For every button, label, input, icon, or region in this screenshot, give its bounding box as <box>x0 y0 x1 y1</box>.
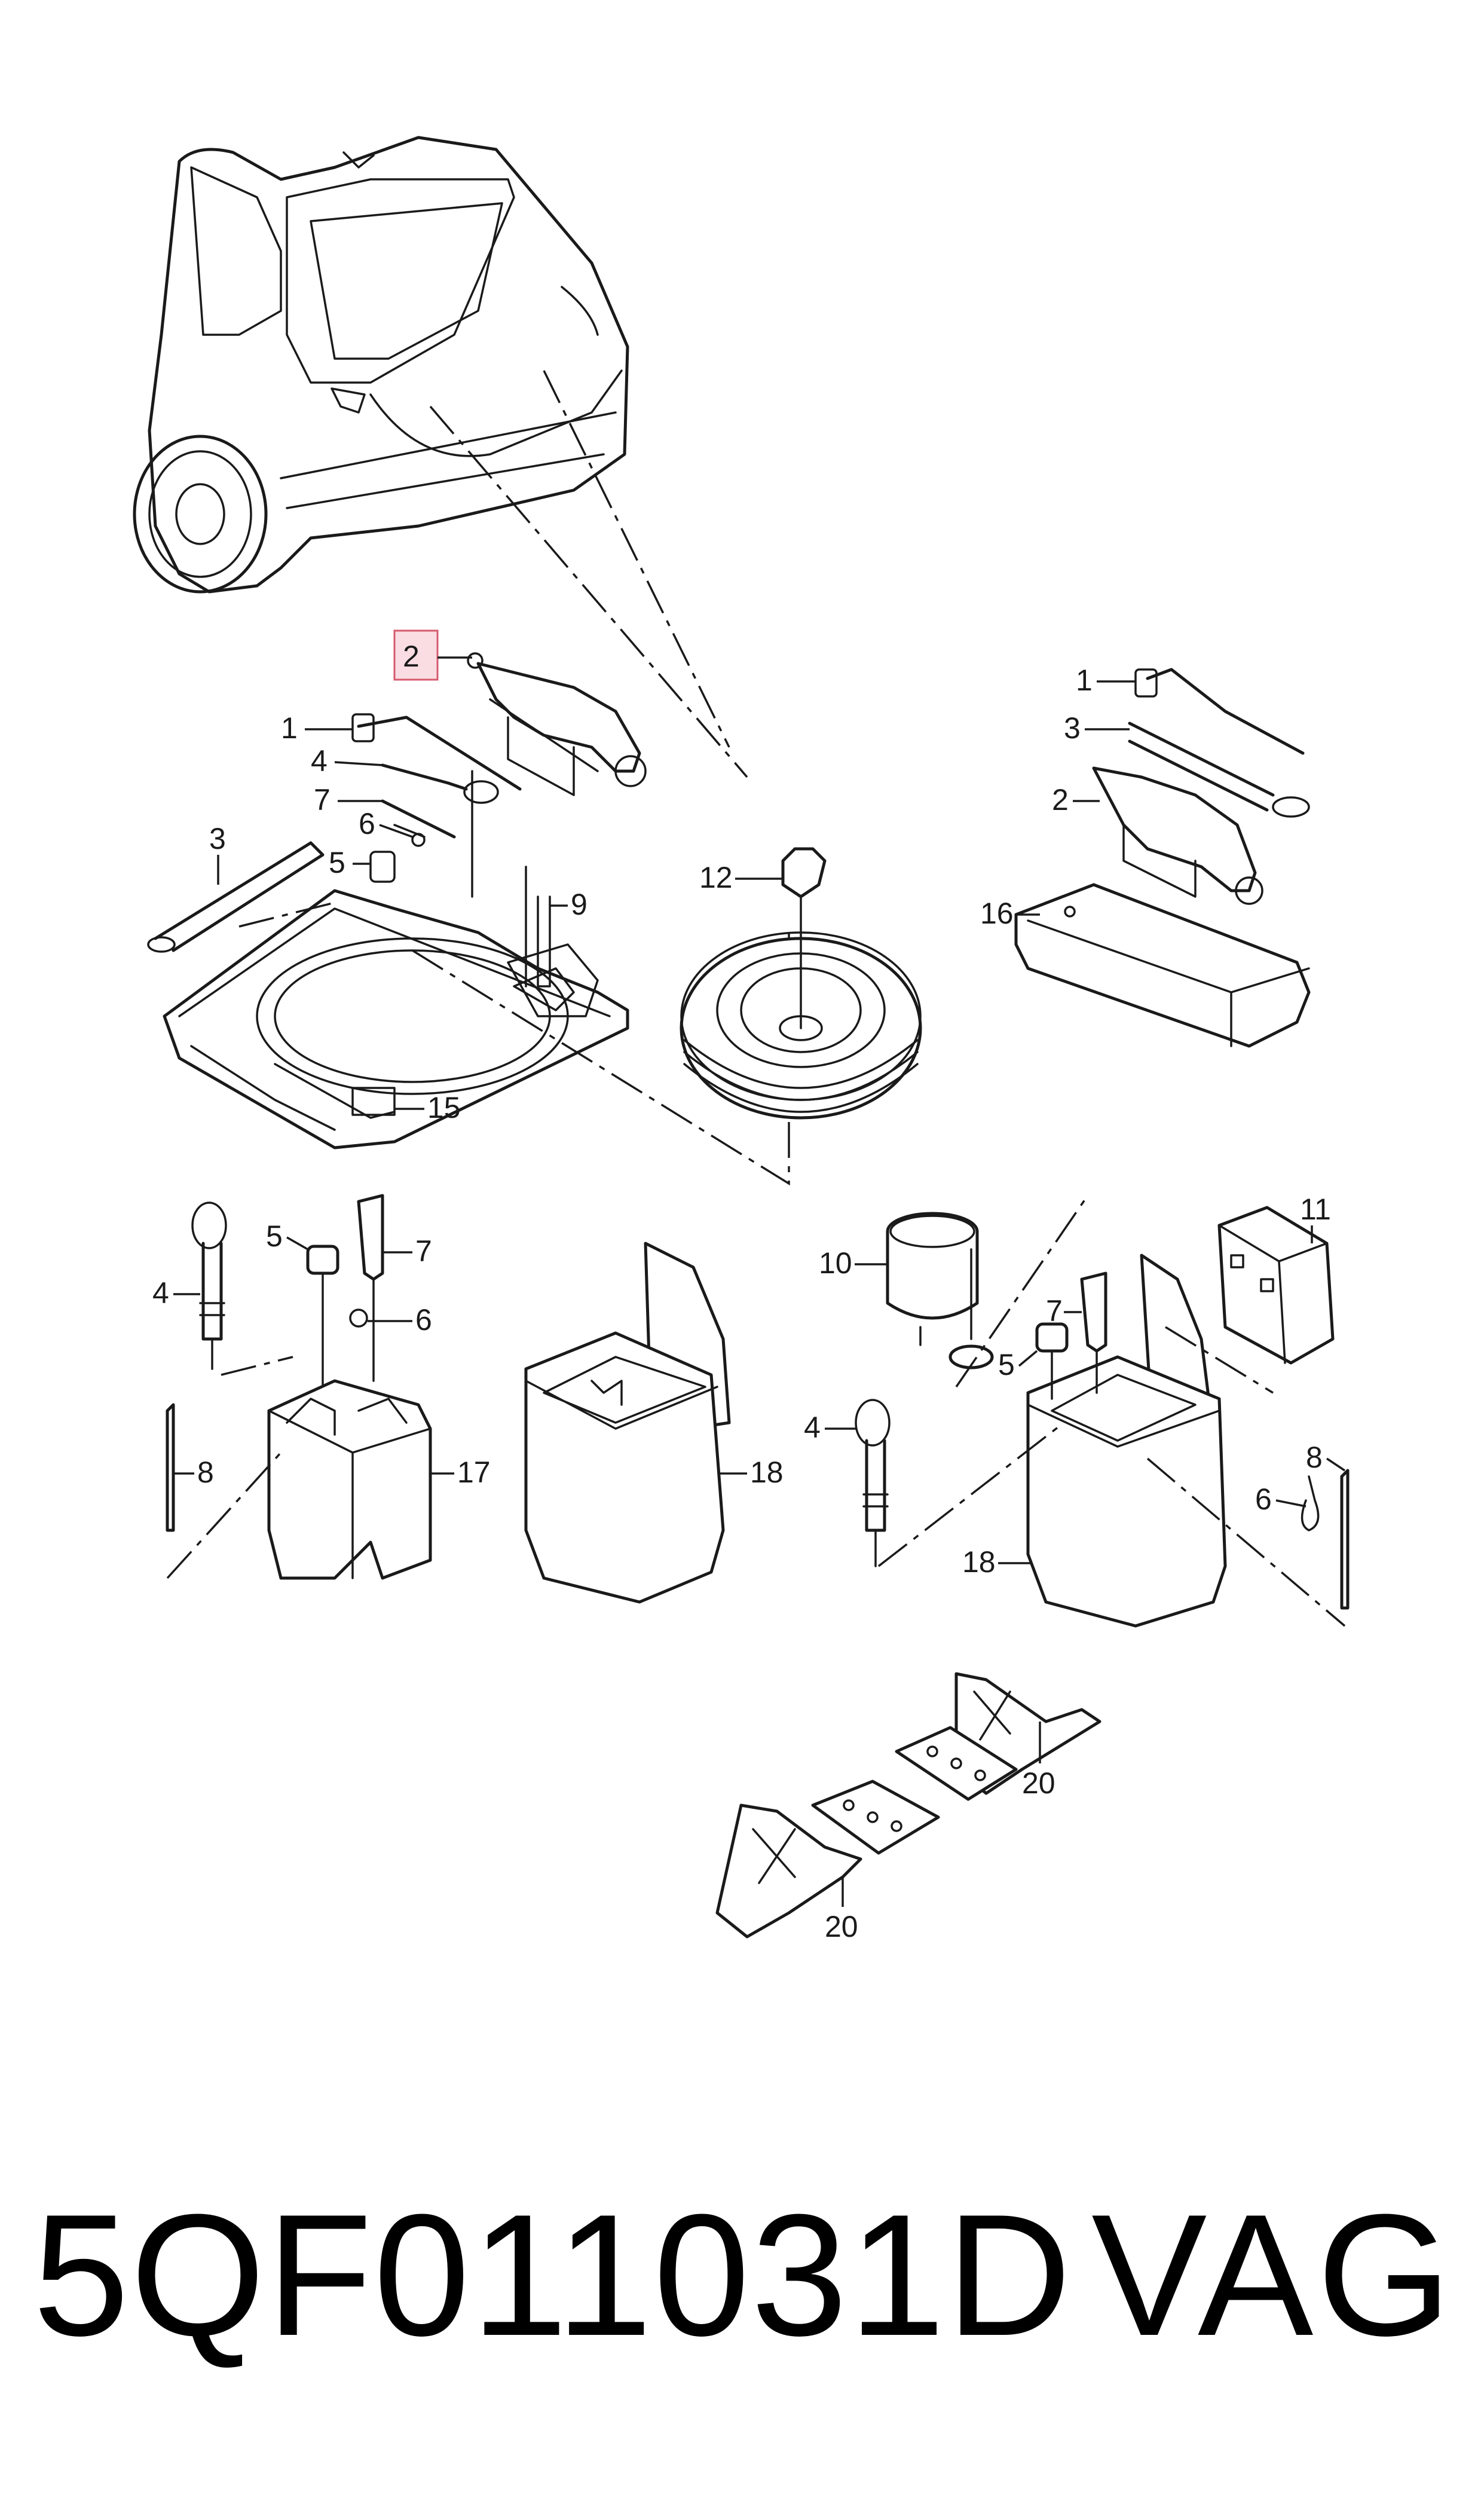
callout-5: 5 <box>329 846 345 879</box>
callout-7-left: 7 <box>415 1234 432 1268</box>
brand-name: VAG <box>1091 2178 1455 2372</box>
callout-labels: 2 1 4 7 6 5 3 9 15 12 1 3 2 16 4 5 7 6 <box>152 629 1345 1943</box>
tool-tray-assembly <box>147 652 647 1150</box>
vehicle-rear-illustration <box>133 136 629 594</box>
wheel-chock-lower <box>715 1780 940 1939</box>
callout-2-highlighted: 2 <box>403 640 420 673</box>
spare-wheel <box>680 847 922 1120</box>
callout-17: 17 <box>457 1456 491 1489</box>
callout-1-right: 1 <box>1076 664 1093 697</box>
callout-4-left: 4 <box>152 1276 169 1310</box>
compressor-kit-right <box>855 1195 1350 1628</box>
callout-12: 12 <box>699 861 733 894</box>
callout-9: 9 <box>571 888 588 921</box>
callout-5-left: 5 <box>266 1219 283 1253</box>
callout-6-left: 6 <box>415 1303 432 1337</box>
callout-11: 11 <box>1300 1193 1331 1226</box>
callout-5-right: 5 <box>998 1348 1015 1381</box>
callout-18: 18 <box>750 1456 784 1489</box>
callout-16: 16 <box>980 897 1014 930</box>
jack-kit-right <box>1014 668 1311 1048</box>
tool-holder-17 <box>166 1194 432 1580</box>
callout-8-right: 8 <box>1306 1441 1323 1474</box>
highlight-box <box>393 629 439 681</box>
part-number: 5QF011031D <box>33 2178 1073 2372</box>
callout-6-right: 6 <box>1255 1482 1272 1516</box>
callout-20-upper: 20 <box>1022 1766 1055 1800</box>
callout-3: 3 <box>209 822 226 855</box>
callout-3-right: 3 <box>1064 711 1081 745</box>
callout-15: 15 <box>427 1091 461 1124</box>
callout-1: 1 <box>281 711 298 745</box>
guide-line <box>238 901 335 928</box>
callout-7: 7 <box>314 783 331 817</box>
callout-6: 6 <box>359 807 375 840</box>
guide-line <box>543 370 730 748</box>
wheel-chock-upper <box>895 1672 1101 1801</box>
callout-20-lower: 20 <box>825 1910 858 1943</box>
footer: 5QF011031D VAG <box>33 2176 1455 2415</box>
guide-line <box>429 405 748 778</box>
tool-holder-18 <box>524 1242 731 1604</box>
callout-2-right: 2 <box>1052 783 1069 817</box>
callout-4: 4 <box>311 744 328 778</box>
callout-8-left: 8 <box>197 1456 214 1489</box>
callout-7-right: 7 <box>1046 1294 1063 1328</box>
callout-10: 10 <box>819 1246 852 1280</box>
callout-4-right: 4 <box>804 1411 821 1444</box>
callout-18-right: 18 <box>962 1545 996 1579</box>
